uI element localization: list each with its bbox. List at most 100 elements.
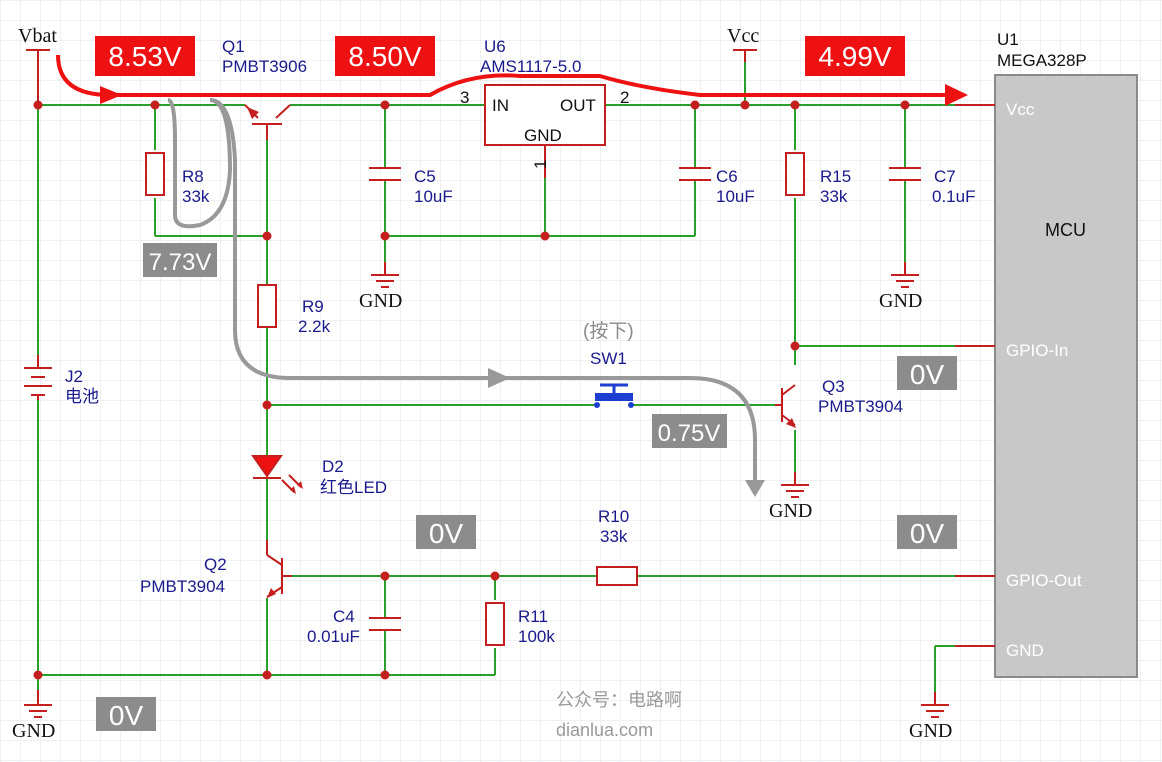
svg-text:GND: GND <box>909 720 952 742</box>
svg-text:R8: R8 <box>182 167 204 186</box>
voltage-badge-q3-base: 0.75V <box>652 414 727 448</box>
resistor-r15: R15 33k <box>785 152 851 206</box>
battery-j2: J2 电池 <box>24 355 99 406</box>
switch-sw1: SW1 (按下) <box>583 320 634 408</box>
svg-text:0.01uF: 0.01uF <box>307 627 360 646</box>
svg-text:33k: 33k <box>600 527 628 546</box>
gnd-symbol-q3: GND <box>769 472 812 522</box>
gnd-symbol-mcu: GND <box>909 692 952 742</box>
svg-text:0V: 0V <box>910 359 945 390</box>
resistor-r10: R10 33k <box>596 507 638 586</box>
mcu-pin-vcc: Vcc <box>1006 100 1035 119</box>
voltage-badge-q2-base: 0V <box>416 515 476 549</box>
svg-text:U1: U1 <box>997 30 1019 49</box>
svg-text:0.1uF: 0.1uF <box>932 187 975 206</box>
svg-text:3: 3 <box>460 88 469 107</box>
svg-text:Q3: Q3 <box>822 377 845 396</box>
svg-text:C5: C5 <box>414 167 436 186</box>
gnd-symbol-c5: GND <box>359 262 402 312</box>
transistor-q1: Q1 PMBT3906 <box>222 37 307 140</box>
svg-text:GND: GND <box>359 290 402 312</box>
voltage-badge-ldo-in: 8.50V <box>335 36 435 76</box>
svg-text:PMBT3906: PMBT3906 <box>222 57 307 76</box>
mcu-u1: Vcc GPIO-In GPIO-Out GND MCU U1 MEGA328P <box>955 30 1138 678</box>
svg-text:33k: 33k <box>820 187 848 206</box>
svg-text:7.73V: 7.73V <box>149 249 212 276</box>
svg-text:GND: GND <box>524 126 562 145</box>
svg-text:OUT: OUT <box>560 96 596 115</box>
junctions <box>33 100 910 680</box>
capacitor-c4: C4 0.01uF <box>307 607 401 646</box>
svg-text:R9: R9 <box>302 297 324 316</box>
svg-text:PMBT3904: PMBT3904 <box>140 577 225 596</box>
gnd-symbol-c7: GND <box>879 262 922 312</box>
transistor-q2: Q2 PMBT3904 <box>140 540 292 598</box>
power-flow-arrow <box>56 54 968 106</box>
mcu-pin-gnd: GND <box>1006 641 1044 660</box>
mcu-pin-gpio-out: GPIO-Out <box>1006 571 1082 590</box>
net-vcc: Vcc <box>727 25 759 62</box>
svg-text:电池: 电池 <box>65 387 99 406</box>
svg-text:10uF: 10uF <box>716 187 755 206</box>
svg-text:GND: GND <box>879 290 922 312</box>
svg-text:D2: D2 <box>322 457 344 476</box>
net-vcc-label: Vcc <box>727 25 759 47</box>
svg-text:红色LED: 红色LED <box>320 478 387 497</box>
svg-text:0V: 0V <box>429 518 464 549</box>
svg-text:IN: IN <box>492 96 509 115</box>
svg-text:0.75V: 0.75V <box>658 420 721 447</box>
voltage-badge-q1-base: 7.73V <box>143 243 217 277</box>
svg-text:SW1: SW1 <box>590 349 627 368</box>
resistor-r9: R9 2.2k <box>257 284 331 336</box>
svg-text:100k: 100k <box>518 627 555 646</box>
svg-text:8.53V: 8.53V <box>108 41 181 72</box>
svg-text:R10: R10 <box>598 507 629 526</box>
svg-text:C6: C6 <box>716 167 738 186</box>
voltage-badge-gnd: 0V <box>96 697 156 731</box>
svg-text:MEGA328P: MEGA328P <box>997 51 1087 70</box>
transistor-q3: Q3 PMBT3904 <box>775 377 903 428</box>
capacitor-c7: C7 0.1uF <box>889 167 975 206</box>
voltage-badge-vbat: 8.53V <box>95 36 195 76</box>
svg-text:C7: C7 <box>934 167 956 186</box>
svg-text:R15: R15 <box>820 167 851 186</box>
voltage-badge-gpio-out: 0V <box>897 515 957 549</box>
svg-text:公众号：电路啊: 公众号：电路啊 <box>556 690 682 710</box>
svg-text:J2: J2 <box>65 367 83 386</box>
voltage-badge-gpio-in: 0V <box>897 356 957 390</box>
svg-text:4.99V: 4.99V <box>818 41 891 72</box>
svg-text:GND: GND <box>769 500 812 522</box>
svg-text:GND: GND <box>12 720 55 742</box>
capacitor-c5: C5 10uF <box>369 167 453 206</box>
gnd-symbol-left: GND <box>12 690 55 742</box>
voltage-badge-vcc: 4.99V <box>805 36 905 76</box>
svg-text:8.50V: 8.50V <box>348 41 421 72</box>
svg-text:AMS1117-5.0: AMS1117-5.0 <box>480 57 581 76</box>
resistor-r8: R8 33k <box>145 152 210 206</box>
svg-text:0V: 0V <box>910 518 945 549</box>
net-vbat-label: Vbat <box>18 25 57 47</box>
svg-text:10uF: 10uF <box>414 187 453 206</box>
svg-text:R11: R11 <box>518 607 548 626</box>
mcu-pin-gpio-in: GPIO-In <box>1006 341 1068 360</box>
svg-text:2.2k: 2.2k <box>298 317 331 336</box>
wires <box>37 60 990 705</box>
svg-text:33k: 33k <box>182 187 210 206</box>
capacitor-c6: C6 10uF <box>679 167 755 206</box>
net-vbat: Vbat <box>18 25 57 105</box>
svg-text:2: 2 <box>620 88 629 107</box>
svg-text:(按下): (按下) <box>583 320 634 342</box>
svg-text:PMBT3904: PMBT3904 <box>818 397 903 416</box>
led-d2: D2 红色LED <box>251 455 387 497</box>
resistor-r11: R11 100k <box>485 602 555 646</box>
svg-text:dianlua.com: dianlua.com <box>556 720 653 740</box>
svg-text:Q2: Q2 <box>204 555 227 574</box>
svg-text:0V: 0V <box>109 700 144 731</box>
svg-text:U6: U6 <box>484 37 506 56</box>
svg-text:Q1: Q1 <box>222 37 245 56</box>
mcu-center-label: MCU <box>1045 220 1086 240</box>
svg-text:1: 1 <box>531 160 550 169</box>
watermark: 公众号：电路啊 dianlua.com <box>556 690 682 740</box>
